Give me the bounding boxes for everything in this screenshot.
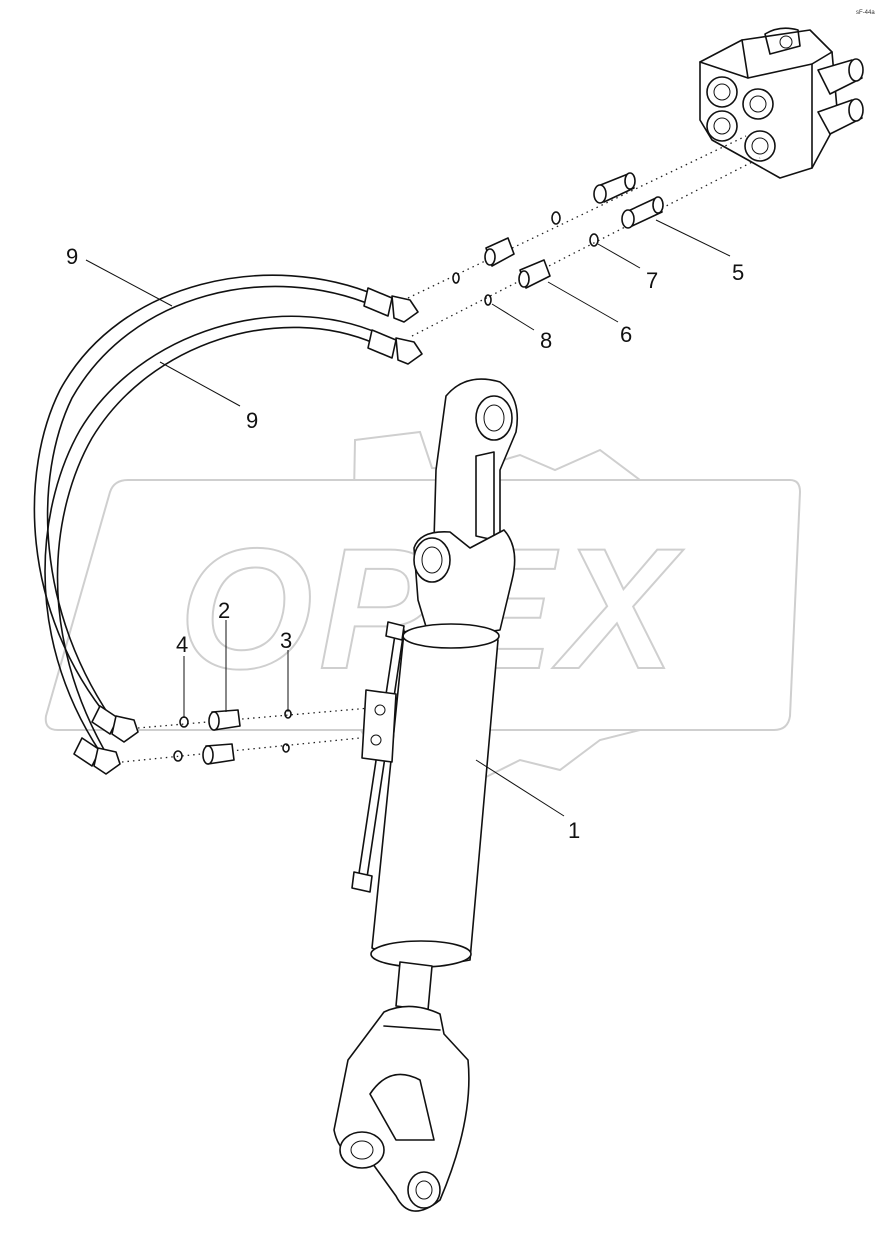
leader-5 [655, 219, 731, 257]
control-valve [699, 27, 864, 179]
callout-2: 2 [218, 598, 230, 623]
o-ring-7b [589, 233, 599, 247]
hydraulic-cylinder [333, 378, 519, 1212]
callout-8: 8 [540, 328, 552, 353]
o-ring-4b [173, 750, 183, 762]
corner-code: sF-44a [856, 10, 875, 16]
adapter-2a [208, 709, 241, 731]
leader-1 [475, 759, 565, 817]
adapter-5b [621, 196, 664, 229]
o-ring-3b [282, 743, 290, 753]
adapter-6b [518, 259, 551, 289]
assembly-line-lower-1 [137, 707, 371, 729]
leader-6 [547, 281, 619, 323]
o-ring-8b [484, 294, 492, 306]
leader-9b [159, 361, 241, 407]
adapter-2b [202, 743, 235, 765]
callout-4: 4 [176, 632, 188, 657]
valve-ports [706, 76, 776, 162]
callout-9-lower: 9 [246, 408, 258, 433]
callout-1: 1 [568, 818, 580, 843]
o-ring-8a [452, 272, 460, 284]
assembly-line-upper-1 [407, 135, 747, 299]
adapter-5 [593, 172, 636, 204]
assembly-line-lower-2 [121, 737, 361, 763]
callout-6: 6 [620, 322, 632, 347]
callout-5: 5 [732, 260, 744, 285]
leader-9a [85, 259, 173, 307]
assembly-line-upper-2 [411, 157, 761, 337]
hose-assembly-9 [33, 274, 423, 775]
o-ring-7a [551, 211, 561, 225]
callout-7: 7 [646, 268, 658, 293]
callout-3: 3 [280, 628, 292, 653]
adapter-6 [484, 237, 515, 267]
callout-9-upper: 9 [66, 244, 78, 269]
leader-8 [491, 303, 535, 331]
leader-7 [597, 243, 641, 269]
